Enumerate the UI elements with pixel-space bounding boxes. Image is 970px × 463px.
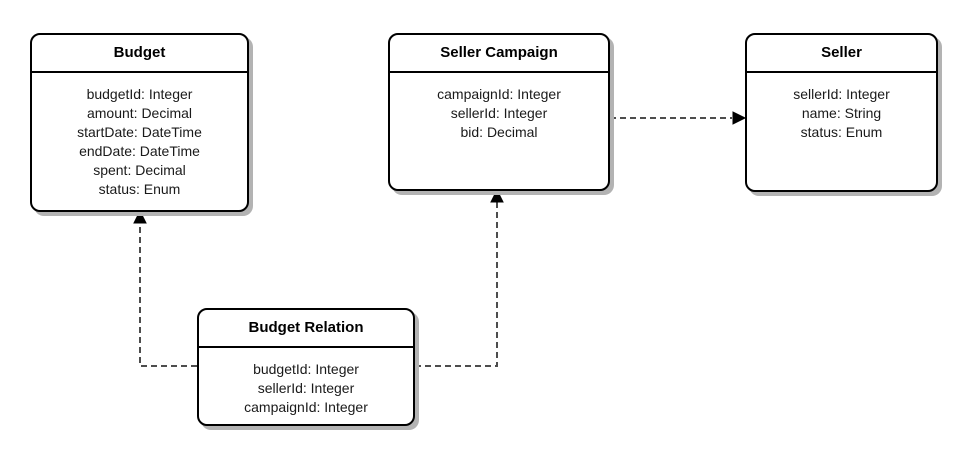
entity-budget-relation-title: Budget Relation (199, 310, 413, 348)
entity-seller-campaign: Seller Campaign campaignId: Integer sell… (388, 33, 610, 191)
entity-budget: Budget budgetId: Integer amount: Decimal… (30, 33, 249, 212)
entity-field: status: Enum (800, 124, 883, 140)
entity-field: amount: Decimal (86, 105, 193, 121)
entity-field: budgetId: Integer (253, 361, 359, 377)
entity-field: budgetId: Integer (86, 86, 193, 102)
connector-budget-relation-to-seller-campaign (415, 188, 504, 367)
entity-budget-relation: Budget Relation budgetId: Integer seller… (197, 308, 415, 426)
entity-seller-campaign-fields: campaignId: Integer sellerId: Integer bi… (390, 73, 608, 142)
entity-budget-fields: budgetId: Integer amount: Decimal startD… (32, 73, 247, 199)
entity-budget-relation-fields: budgetId: Integer sellerId: Integer camp… (199, 348, 413, 417)
entity-field: spent: Decimal (93, 162, 186, 178)
entity-budget-title: Budget (32, 35, 247, 73)
entity-field: sellerId: Integer (793, 86, 890, 102)
entity-field: status: Enum (98, 181, 181, 197)
entity-field: startDate: DateTime (77, 124, 202, 140)
connector-seller-campaign-to-seller (610, 111, 747, 125)
connector-budget-relation-to-budget (133, 209, 197, 367)
entity-field: sellerId: Integer (257, 380, 355, 396)
entity-seller-campaign-title: Seller Campaign (390, 35, 608, 73)
entity-field: name: String (801, 105, 882, 121)
entity-field: campaignId: Integer (437, 86, 561, 102)
entity-seller-title: Seller (747, 35, 936, 73)
entity-field: endDate: DateTime (79, 143, 200, 159)
entity-seller: Seller sellerId: Integer name: String st… (745, 33, 938, 192)
entity-field: sellerId: Integer (450, 105, 548, 121)
entity-seller-fields: sellerId: Integer name: String status: E… (747, 73, 936, 142)
entity-field: bid: Decimal (460, 124, 538, 140)
entity-field: campaignId: Integer (244, 399, 368, 415)
